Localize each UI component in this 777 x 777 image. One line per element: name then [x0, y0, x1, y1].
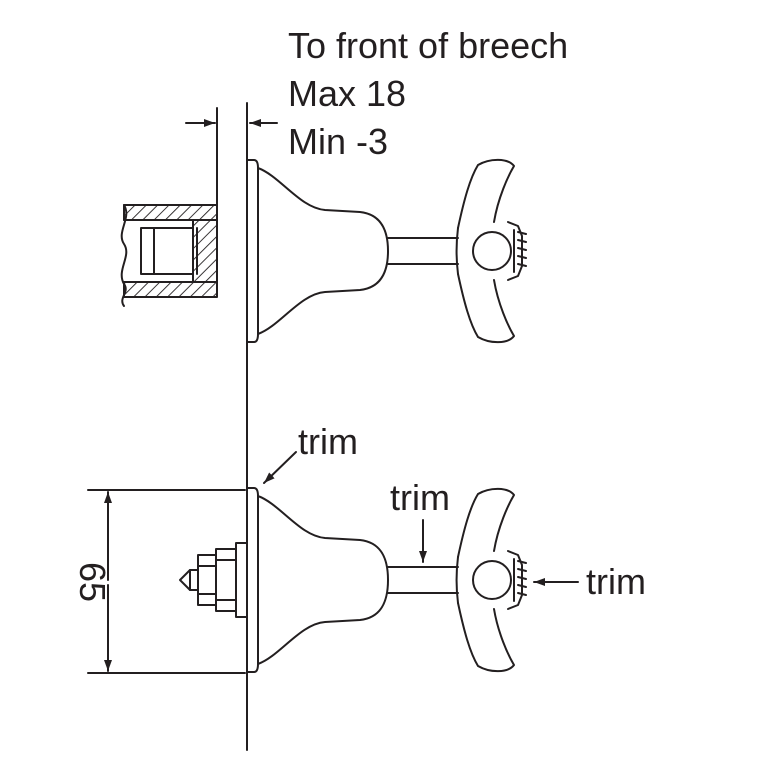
breech-heading-line-3: Min -3	[288, 121, 389, 162]
breech-heading-line-2: Max 18	[288, 73, 407, 114]
trim-handle-label: trim	[586, 561, 646, 602]
trim-spindle-label: trim	[390, 477, 450, 518]
trim-flange-label: trim	[298, 421, 358, 462]
height-dimension-value: 65	[72, 562, 113, 603]
top-escutcheon	[246, 159, 389, 343]
top-cross-handle	[455, 158, 527, 344]
valve-body	[179, 542, 248, 618]
trim-flange-leader	[263, 451, 297, 484]
bottom-escutcheon	[246, 487, 389, 673]
breech-fitting-section	[120, 204, 218, 307]
bottom-cross-handle	[455, 487, 527, 673]
breech-heading-line-1: To front of breech	[288, 25, 569, 66]
